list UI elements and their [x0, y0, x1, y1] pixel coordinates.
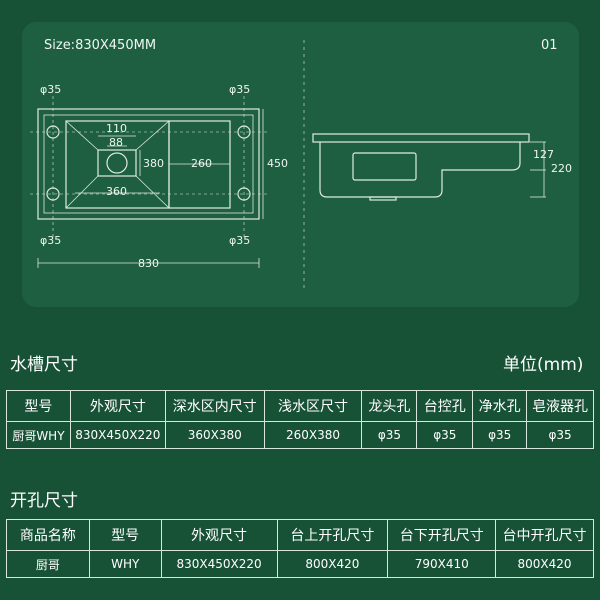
header-model: 型号	[6, 390, 71, 422]
deep-height-dim: 380	[143, 157, 164, 170]
cell-under-mount-cutout: 790X410	[387, 550, 497, 578]
sink-size-title: 水槽尺寸	[10, 355, 78, 375]
table-row: 厨哥WHY 830X450X220 360X380 260X380 φ35 φ3…	[6, 421, 594, 449]
header-deep-inner-size: 深水区内尺寸	[164, 390, 265, 422]
header-flush-mount-cutout: 台中开孔尺寸	[495, 519, 594, 551]
cell-appearance-size: 830X450X220	[160, 550, 278, 578]
table-row: 厨哥 WHY 830X450X220 800X420 790X410 800X4…	[6, 550, 594, 578]
page-number: 01	[541, 38, 558, 53]
header-appearance-size: 外观尺寸	[160, 519, 278, 551]
header-tap-hole: 龙头孔	[361, 390, 418, 422]
cell-counter-hole: φ35	[416, 421, 474, 449]
sink-side-view	[312, 133, 530, 201]
tap-hole-dim-top-right: φ35	[229, 83, 251, 96]
header-product-name: 商品名称	[6, 519, 90, 551]
cell-tap-hole: φ35	[361, 421, 418, 449]
shallow-width-dim: 260	[191, 157, 212, 170]
side-depth-dim-2: 220	[551, 162, 572, 175]
sink-outline-top-view	[37, 108, 260, 220]
total-width-dim: 830	[138, 257, 159, 270]
drain-square	[97, 149, 137, 177]
header-counter-hole: 台控孔	[416, 390, 474, 422]
cell-purifier-hole: φ35	[472, 421, 528, 449]
cell-appearance-size: 830X450X220	[69, 421, 166, 449]
drain-inner-dim: 88	[109, 136, 123, 149]
shallow-area	[168, 120, 231, 209]
size-label: Size:830X450MM	[44, 38, 157, 53]
sink-technical-drawing	[30, 40, 546, 292]
cell-shallow-size: 260X380	[263, 421, 363, 449]
cell-model: 厨哥WHY	[6, 421, 71, 449]
cutout-header-row: 商品名称 型号 外观尺寸 台上开孔尺寸 台下开孔尺寸 台中开孔尺寸	[6, 519, 594, 551]
header-appearance-size: 外观尺寸	[69, 390, 166, 422]
cutout-size-title: 开孔尺寸	[10, 491, 78, 511]
total-height-dim: 450	[267, 157, 288, 170]
deep-width-dim: 360	[106, 185, 127, 198]
tap-hole-dim-bottom-right: φ35	[229, 234, 251, 247]
cell-flush-mount-cutout: 800X420	[495, 550, 594, 578]
unit-label: 单位(mm)	[503, 355, 584, 375]
drawing-panel	[22, 22, 579, 307]
cell-top-mount-cutout: 800X420	[276, 550, 389, 578]
cutout-size-table: 商品名称 型号 外观尺寸 台上开孔尺寸 台下开孔尺寸 台中开孔尺寸 厨哥 WHY…	[6, 519, 594, 578]
header-purifier-hole: 净水孔	[472, 390, 528, 422]
cell-soap-hole: φ35	[526, 421, 594, 449]
cell-product-name: 厨哥	[6, 550, 90, 578]
header-under-mount-cutout: 台下开孔尺寸	[387, 519, 497, 551]
header-shallow-size: 浅水区尺寸	[263, 390, 363, 422]
tap-hole-dim-bottom-left: φ35	[40, 234, 62, 247]
cell-model: WHY	[88, 550, 162, 578]
header-model: 型号	[88, 519, 162, 551]
drain-outer-dim: 110	[106, 122, 127, 135]
side-depth-dim-1: 127	[533, 148, 554, 161]
header-soap-hole: 皂液器孔	[526, 390, 594, 422]
header-top-mount-cutout: 台上开孔尺寸	[276, 519, 389, 551]
sink-size-table: 型号 外观尺寸 深水区内尺寸 浅水区尺寸 龙头孔 台控孔 净水孔 皂液器孔 厨哥…	[6, 390, 594, 449]
drain-circle	[106, 152, 128, 174]
tap-hole-dim-top-left: φ35	[40, 83, 62, 96]
sink-size-header-row: 型号 外观尺寸 深水区内尺寸 浅水区尺寸 龙头孔 台控孔 净水孔 皂液器孔	[6, 390, 594, 422]
cell-deep-inner-size: 360X380	[164, 421, 265, 449]
